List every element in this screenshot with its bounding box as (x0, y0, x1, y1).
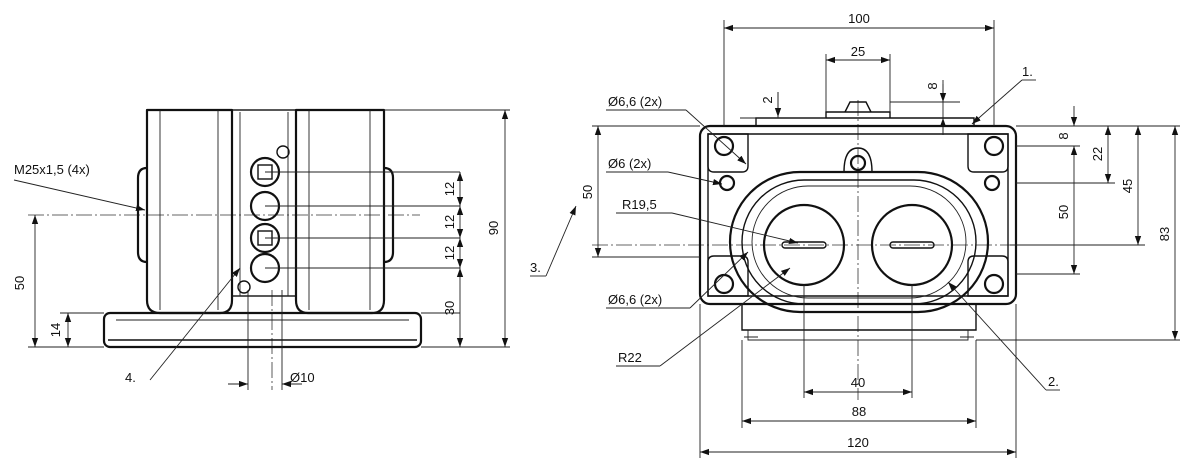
side-right-block-lines (308, 110, 371, 310)
side-dim-30: 30 (442, 301, 457, 315)
front-dim-25: 25 (851, 44, 865, 59)
side-dim-90: 90 (486, 221, 501, 235)
side-dim-12c: 12 (442, 246, 457, 260)
front-pocket-tr (967, 133, 1009, 173)
front-callout-hole-mid: Ø6 (2x) (608, 156, 651, 171)
side-dim-50: 50 (12, 276, 27, 290)
front-callout-item2: 2. (1048, 374, 1059, 389)
front-lower-lip (741, 304, 977, 331)
front-leader-hole-top (685, 109, 747, 165)
front-view: 1. 2. 3. Ø6,6 (2x) Ø6 (2x) R19,5 Ø6,6 (2… (530, 11, 1180, 458)
front-leader-r22 (659, 267, 791, 367)
front-dim-8-top: 8 (925, 82, 940, 89)
side-right-thread-boss (383, 166, 395, 264)
front-leader-item3 (545, 205, 577, 277)
front-dim-100: 100 (848, 11, 870, 26)
front-dim-50-left: 50 (580, 185, 595, 199)
side-left-block (145, 108, 234, 315)
front-dim-83: 83 (1157, 227, 1172, 241)
front-callout-r22: R22 (618, 350, 642, 365)
side-left-block-lines (159, 110, 219, 310)
front-dim-2-ext (740, 92, 826, 119)
front-dim-40: 40 (851, 375, 865, 390)
side-extension-lines (265, 171, 460, 269)
front-oval-seal (751, 185, 967, 299)
side-right-block (294, 108, 386, 315)
front-button-right-bar (889, 241, 935, 249)
front-leader-hole-bottom (689, 251, 749, 309)
side-view: M25x1,5 (4x) 4. Ø10 50 14 12 12 12 30 90 (12, 108, 510, 390)
front-dim-8-right: 8 (1056, 132, 1071, 139)
front-hole-center (849, 154, 867, 172)
front-hole-mr (983, 174, 1001, 192)
front-dim-120: 120 (847, 435, 869, 450)
side-extension-lines-2 (384, 109, 510, 348)
front-leader-item1 (971, 79, 1023, 125)
side-callout-item4: 4. (125, 370, 136, 385)
front-leader-hole-mid (667, 171, 723, 186)
front-hole-br (983, 273, 1005, 295)
side-leader-item4 (149, 267, 241, 381)
front-oval-outer (728, 170, 990, 314)
front-callout-item3: 3. (530, 260, 541, 275)
side-callout-bore: Ø10 (290, 370, 315, 385)
side-bore-extension (247, 290, 283, 390)
front-ext-100 (723, 20, 995, 126)
front-hole-tr (983, 135, 1005, 157)
side-left-thread-boss (136, 166, 148, 264)
front-oval-inner (741, 179, 977, 305)
front-dim-2: 2 (760, 96, 775, 103)
front-ext-left (592, 125, 700, 258)
front-top-boss (825, 111, 891, 118)
side-dim-14: 14 (48, 323, 63, 337)
front-leader-r19 (671, 212, 799, 244)
side-dim-12b: 12 (442, 215, 457, 229)
side-dim-12a: 12 (442, 182, 457, 196)
front-pocket-tl (707, 133, 749, 173)
side-screw-top (276, 145, 290, 159)
front-dim-45: 45 (1120, 179, 1135, 193)
front-callout-item1: 1. (1022, 64, 1033, 79)
front-pocket-br (967, 255, 1009, 297)
front-ext-right (976, 125, 1180, 341)
front-top-cover (755, 117, 975, 126)
front-top-nipple (844, 101, 872, 113)
front-leader-item2 (947, 281, 1047, 391)
front-callout-hole-top: Ø6,6 (2x) (608, 94, 662, 109)
side-callout-thread: M25x1,5 (4x) (14, 162, 90, 177)
side-left-extensions (28, 312, 104, 348)
side-center-bay (231, 109, 297, 297)
side-screw-bottom (237, 280, 251, 294)
front-callout-r19: R19,5 (622, 197, 657, 212)
front-button-left-bar (781, 241, 827, 249)
front-dim-22: 22 (1090, 147, 1105, 161)
front-dim-88: 88 (852, 404, 866, 419)
side-leader-thread (13, 179, 146, 212)
front-hole-ml (718, 174, 736, 192)
front-hole-tl (713, 135, 735, 157)
front-hole-bl (713, 273, 735, 295)
front-lower-lip-2 (747, 330, 969, 341)
side-base-plate (102, 311, 423, 349)
front-callout-hole-bottom: Ø6,6 (2x) (608, 292, 662, 307)
front-dim-50-right: 50 (1056, 205, 1071, 219)
front-ext-bottom (699, 285, 1017, 458)
front-center-boss (843, 147, 873, 173)
